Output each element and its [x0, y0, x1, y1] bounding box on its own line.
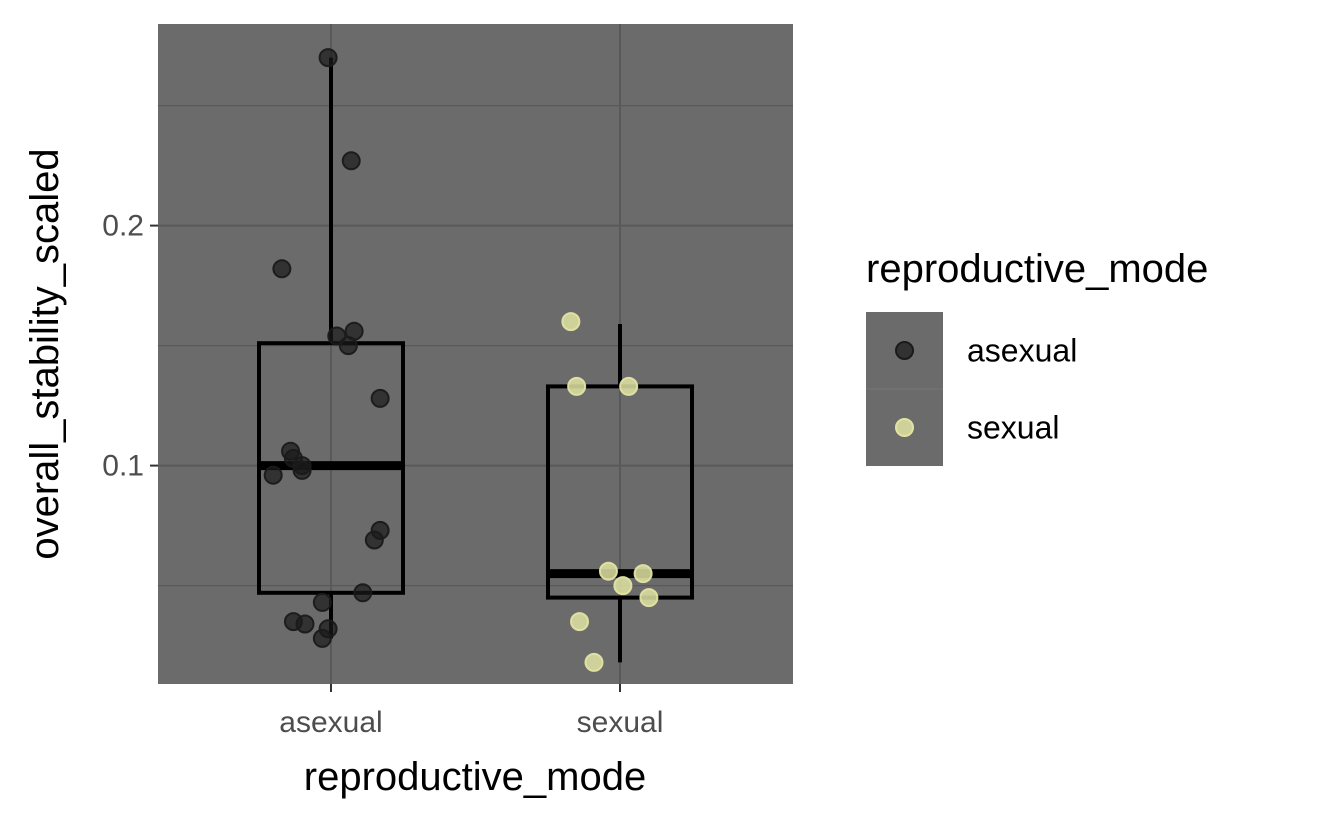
x-tick-label: asexual	[279, 706, 382, 739]
point-sexual	[567, 376, 587, 396]
axes: 0.1 0.2 asexual sexual	[102, 210, 663, 739]
point-sexual	[570, 612, 590, 632]
point-sexual	[598, 561, 618, 581]
point-asexual	[370, 388, 390, 408]
y-tick-label: 0.2	[102, 210, 144, 243]
point-sexual	[613, 576, 633, 596]
point-asexual	[338, 336, 358, 356]
x-axis-title: reproductive_mode	[304, 755, 646, 799]
point-sexual	[619, 376, 639, 396]
y-tick-label: 0.1	[102, 450, 144, 483]
point-asexual	[353, 583, 373, 603]
legend-label-asexual: asexual	[967, 333, 1077, 369]
point-sexual	[584, 652, 604, 672]
point-asexual	[292, 460, 312, 480]
point-layer	[263, 48, 659, 672]
legend: reproductive_mode asexual sexual	[866, 247, 1208, 466]
point-asexual	[295, 614, 315, 634]
point-asexual	[312, 628, 332, 648]
point-asexual	[341, 151, 361, 171]
point-asexual	[272, 259, 292, 279]
point-asexual	[263, 465, 283, 485]
y-axis-title: overall_stability_scaled	[23, 148, 67, 559]
legend-marker-asexual	[895, 341, 914, 360]
point-sexual	[633, 564, 653, 584]
legend-marker-sexual	[895, 418, 914, 437]
legend-label-sexual: sexual	[967, 410, 1060, 446]
legend-items: asexual sexual	[866, 312, 1077, 466]
x-tick-label: sexual	[577, 706, 664, 739]
point-asexual	[312, 592, 332, 612]
legend-title: reproductive_mode	[866, 247, 1208, 291]
box-sexual	[546, 324, 694, 663]
point-sexual	[561, 312, 581, 332]
point-sexual	[639, 588, 659, 608]
point-asexual	[364, 530, 384, 550]
point-asexual	[318, 48, 338, 68]
